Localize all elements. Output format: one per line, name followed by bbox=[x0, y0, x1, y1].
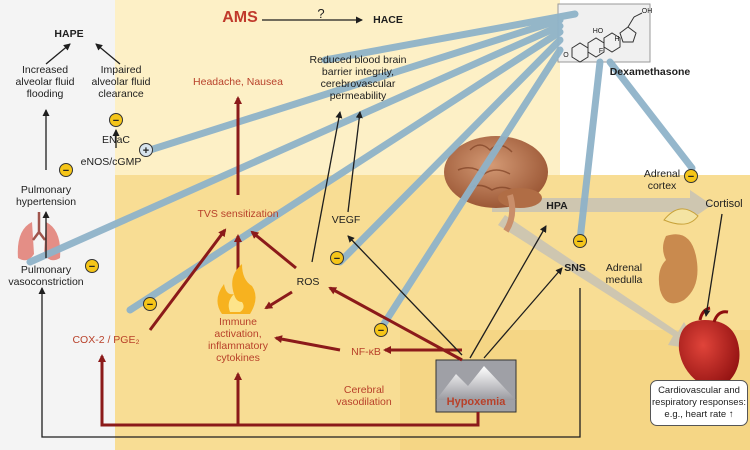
increased-flooding-line-3: flooding bbox=[26, 88, 64, 100]
mol-h-label: H bbox=[614, 36, 620, 43]
badge-minus-enac: − bbox=[109, 113, 123, 127]
svg-text:−: − bbox=[63, 165, 69, 177]
nfkb-label: NF-κB bbox=[351, 346, 381, 358]
cerebral-line-1: Cerebral bbox=[343, 384, 385, 396]
cardio-line-2: respiratory responses: bbox=[652, 397, 746, 408]
svg-text:+: + bbox=[143, 145, 149, 157]
background-left-panel bbox=[0, 0, 115, 450]
immune-line-3: inflammatory bbox=[207, 340, 269, 352]
headache-label: Headache, Nausea bbox=[193, 76, 283, 88]
impaired-clearance-line-2: alveolar fluid bbox=[91, 76, 151, 88]
hace-label: HACE bbox=[373, 14, 403, 26]
bbb-line-1: Reduced blood brain bbox=[309, 54, 407, 66]
heart-illustration bbox=[678, 306, 740, 392]
svg-text:−: − bbox=[688, 171, 694, 183]
hypoxemia-box bbox=[435, 359, 517, 413]
impaired-clearance-line-3: clearance bbox=[98, 88, 144, 100]
vegf-label: VEGF bbox=[331, 214, 361, 226]
black-pathways bbox=[38, 16, 723, 438]
tvs-label: TVS sensitization bbox=[197, 208, 279, 220]
badge-minus-ros: − bbox=[330, 251, 344, 265]
mol-oh-label: OH bbox=[641, 8, 653, 15]
pulmonary-vasoconstriction-label: Pulmonary vasoconstriction bbox=[0, 264, 92, 288]
increased-flooding-line-1: Increased bbox=[21, 64, 69, 76]
ros-label: ROS bbox=[296, 276, 320, 288]
immune-line-2: activation, bbox=[214, 328, 262, 340]
cerebral-vasodilation-label: Cerebral vasodilation bbox=[324, 384, 404, 408]
enac-label: ENaC bbox=[101, 134, 130, 146]
hpa-pathway-band bbox=[492, 190, 712, 220]
pulmonary-vasoconstriction-line-2: vasoconstriction bbox=[8, 276, 84, 288]
bbb-line-2: barrier integrity, bbox=[321, 66, 395, 78]
badge-minus-pulm-vaso: − bbox=[85, 259, 99, 273]
bbb-line-4: permeability bbox=[329, 90, 387, 102]
increased-flooding-line-2: alveolar fluid bbox=[15, 76, 75, 88]
dexamethasone-label: Dexamethasone bbox=[609, 66, 691, 78]
svg-text:−: − bbox=[577, 236, 583, 248]
badge-group: − + − − − − − − − bbox=[59, 113, 698, 337]
mol-ho-label: HO bbox=[592, 28, 604, 35]
hypoxemia-label: Hypoxemia bbox=[446, 396, 506, 408]
cortisol-label: Cortisol bbox=[705, 198, 743, 210]
svg-text:−: − bbox=[147, 299, 153, 311]
adrenal-medulla-label: Adrenal medulla bbox=[594, 262, 654, 286]
immune-label: Immune activation, inflammatory cytokine… bbox=[190, 316, 286, 364]
badge-minus-sns: − bbox=[573, 234, 587, 248]
kidney-illustration bbox=[658, 208, 699, 304]
badge-minus-nfkb: − bbox=[374, 323, 388, 337]
cardio-response-box: Cardiovascular and respiratory responses… bbox=[650, 380, 748, 426]
pulmonary-hypertension-line-2: hypertension bbox=[15, 196, 77, 208]
hpa-label: HPA bbox=[546, 200, 568, 212]
enos-label: eNOS/cGMP bbox=[80, 156, 142, 168]
red-pathways bbox=[98, 96, 480, 427]
bbb-label: Reduced blood brain barrier integrity, c… bbox=[296, 54, 420, 102]
badge-plus-enos: + bbox=[139, 143, 153, 157]
impaired-clearance-label: Impaired alveolar fluid clearance bbox=[76, 64, 166, 100]
adrenal-medulla-line-2: medulla bbox=[605, 274, 643, 286]
pulmonary-hypertension-line-1: Pulmonary bbox=[20, 184, 72, 196]
immune-line-4: cytokines bbox=[216, 352, 260, 364]
svg-text:−: − bbox=[334, 253, 340, 265]
sns-label: SNS bbox=[564, 262, 586, 274]
dexamethasone-effects bbox=[26, 10, 696, 334]
cox2-label: COX-2 / PGE₂ bbox=[72, 334, 140, 346]
adrenal-cortex-label: Adrenal cortex bbox=[632, 168, 692, 192]
badge-minus-pulm-hyp: − bbox=[59, 163, 73, 177]
immune-line-1: Immune bbox=[219, 316, 257, 328]
cardio-line-1: Cardiovascular and bbox=[658, 385, 740, 396]
bbb-line-3: cerebrovascular bbox=[320, 78, 396, 90]
mol-o-label: O bbox=[563, 52, 569, 59]
adrenal-medulla-line-1: Adrenal bbox=[605, 262, 643, 274]
hape-label: HAPE bbox=[54, 28, 84, 40]
flame-icon bbox=[217, 264, 256, 314]
sns-to-heart-band bbox=[498, 215, 700, 350]
svg-text:−: − bbox=[113, 115, 119, 127]
increased-flooding-label: Increased alveolar fluid flooding bbox=[0, 64, 90, 100]
badge-minus-cox2: − bbox=[143, 297, 157, 311]
mol-f-label: F bbox=[598, 48, 604, 55]
adrenal-cortex-line-2: cortex bbox=[647, 180, 677, 192]
question-label: ? bbox=[317, 6, 325, 21]
ams-label: AMS bbox=[222, 9, 258, 26]
pulmonary-vasoconstriction-line-1: Pulmonary bbox=[20, 264, 72, 276]
cardio-line-3: e.g., heart rate ↑ bbox=[664, 409, 734, 420]
svg-text:−: − bbox=[89, 261, 95, 273]
adrenal-cortex-line-1: Adrenal bbox=[643, 168, 681, 180]
impaired-clearance-line-1: Impaired bbox=[100, 64, 142, 76]
pulmonary-hypertension-label: Pulmonary hypertension bbox=[2, 184, 90, 208]
cerebral-line-2: vasodilation bbox=[336, 396, 392, 408]
svg-text:−: − bbox=[378, 325, 384, 337]
badge-minus-adrenal: − bbox=[684, 169, 698, 183]
